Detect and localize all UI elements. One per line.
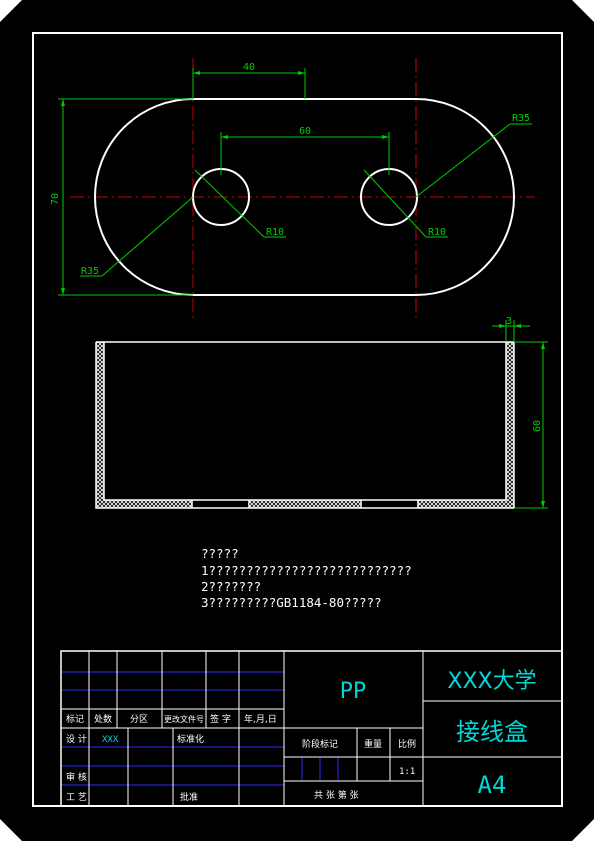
- material-text: PP: [340, 679, 367, 704]
- leader-r10-right: [363, 169, 427, 238]
- weight-label: 重量: [364, 738, 382, 750]
- design-label: 设 计: [66, 733, 87, 745]
- section-outlines: [95, 341, 515, 509]
- arrow-box-height-bottom: [541, 501, 545, 508]
- header-zone: 分区: [130, 714, 148, 725]
- corner-mark-bottom-left: [0, 819, 22, 841]
- stage-mark-label: 阶段标记: [302, 738, 338, 750]
- bottom-hatch-1: [104, 500, 192, 508]
- corner-mark-top-left: [0, 0, 22, 22]
- section-view: 3 60: [95, 316, 548, 509]
- leader-r10-left: [194, 169, 265, 238]
- note-2: 2???????: [201, 579, 261, 594]
- note-1: 1???????????????????????????: [201, 563, 412, 578]
- dim-r10-left-text: R10: [266, 227, 284, 238]
- title-block-small-text: 标记 处数 分区 更改文件号 签 字 年,月,日 设 计 XXX 标准化 审 核…: [66, 713, 416, 803]
- dim-box-height-text: 60: [532, 420, 543, 432]
- designer-name: XXX: [102, 735, 119, 745]
- school-name: XXX大学: [447, 669, 536, 694]
- scale-value: 1:1: [399, 767, 415, 777]
- top-view-dimensions: [58, 68, 532, 296]
- header-change-doc: 更改文件号: [164, 714, 204, 724]
- arrow-60-right: [382, 135, 389, 139]
- right-wall-hatch: [506, 342, 514, 508]
- dim-r10-right-text: R10: [428, 227, 446, 238]
- arrow-box-height-top: [541, 342, 545, 349]
- stadium-outline: [94, 98, 515, 296]
- top-view-dimension-text: 40 60 70 R35 R35 R10 R10: [50, 62, 530, 277]
- arrow-70-bottom: [61, 288, 65, 295]
- bottom-hatch-3: [418, 500, 506, 508]
- sheets-label: 共 张 第 张: [314, 789, 359, 801]
- header-date: 年,月,日: [244, 713, 277, 725]
- section-dimension-text: 3 60: [506, 316, 543, 432]
- review-label: 审 核: [66, 771, 87, 783]
- section-dimensions: [492, 320, 548, 509]
- header-count: 处数: [94, 713, 112, 725]
- part-name: 接线盒: [456, 718, 528, 746]
- arrow-3-left: [499, 324, 506, 328]
- arrow-70-top: [61, 99, 65, 106]
- approve-label: 批准: [180, 791, 198, 803]
- dim-70-text: 70: [50, 193, 61, 205]
- outer-profile: [95, 342, 515, 509]
- top-view-arrows: [61, 71, 389, 295]
- dim-60-text: 60: [299, 126, 311, 137]
- section-arrows: [499, 324, 545, 508]
- corner-mark-bottom-right: [572, 819, 594, 841]
- left-wall-hatch: [96, 342, 104, 508]
- dim-40-text: 40: [243, 62, 255, 73]
- scale-label: 比例: [398, 738, 416, 750]
- arrow-60-left: [221, 135, 228, 139]
- title-block-large-text: PP XXX大学 接线盒 A4: [340, 669, 537, 799]
- bottom-hatch-2: [249, 500, 361, 508]
- process-label: 工 艺: [66, 792, 87, 803]
- arrow-3-right: [514, 324, 521, 328]
- header-mark: 标记: [66, 713, 84, 725]
- title-block: 标记 处数 分区 更改文件号 签 字 年,月,日 设 计 XXX 标准化 审 核…: [60, 650, 563, 807]
- inner-profile: [103, 342, 507, 501]
- note-title: ?????: [201, 546, 239, 561]
- arrow-40-right: [298, 71, 305, 75]
- sheet-size: A4: [478, 771, 507, 799]
- dim-r35-right-text: R35: [512, 113, 530, 124]
- header-sign: 签 字: [210, 713, 231, 725]
- leader-r35-left: [101, 196, 194, 277]
- leader-r35-right: [415, 123, 511, 198]
- note-3: 3?????????GB1184-80?????: [201, 595, 382, 610]
- title-block-lines: [60, 650, 563, 807]
- technical-notes: ????? 1??????????????????????????? 2????…: [201, 546, 412, 610]
- arrow-40-left: [193, 71, 200, 75]
- dim-3-text: 3: [506, 316, 512, 327]
- corner-mark-top-right: [572, 0, 594, 22]
- standardize-label: 标准化: [177, 733, 204, 745]
- dim-r35-left-text: R35: [81, 266, 99, 277]
- top-view: 40 60 70 R35 R35 R10 R10: [50, 58, 535, 320]
